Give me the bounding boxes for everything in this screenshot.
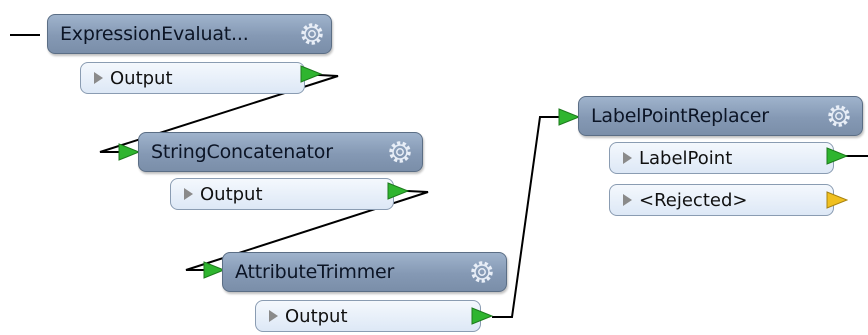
transformer-name: LabelPointReplacer <box>591 105 769 127</box>
transformer-name: StringConcatenator <box>151 141 333 163</box>
expand-triangle-icon[interactable] <box>269 310 278 322</box>
transformer-name: ExpressionEvaluat... <box>60 23 249 45</box>
port-label: Output <box>110 67 173 89</box>
output-port-attributetrimmer[interactable]: Output <box>255 300 481 332</box>
green-output-arrow-icon[interactable] <box>387 181 409 201</box>
expand-triangle-icon[interactable] <box>94 72 103 84</box>
transformer-stringconcatenator[interactable]: StringConcatenator <box>138 132 423 172</box>
port-label: <Rejected> <box>639 189 748 211</box>
yellow-rejected-arrow-icon[interactable] <box>826 190 848 210</box>
green-input-arrow-icon[interactable] <box>203 260 225 280</box>
gear-icon[interactable] <box>469 259 495 285</box>
output-port-rejected[interactable]: <Rejected> <box>609 184 834 216</box>
transformer-labelpointreplacer[interactable]: LabelPointReplacer <box>578 96 863 136</box>
output-port-labelpoint[interactable]: LabelPoint <box>609 142 834 174</box>
green-output-arrow-icon[interactable] <box>471 306 493 326</box>
gear-icon[interactable] <box>826 103 852 129</box>
gear-icon[interactable] <box>387 139 413 165</box>
transformer-expressionevaluator[interactable]: ExpressionEvaluat... <box>47 14 332 54</box>
port-label: Output <box>285 305 348 327</box>
transformer-name: AttributeTrimmer <box>235 261 395 283</box>
port-label: LabelPoint <box>639 147 733 169</box>
green-output-arrow-icon[interactable] <box>826 146 848 166</box>
output-port-expressionevaluator[interactable]: Output <box>80 62 305 94</box>
port-label: Output <box>200 183 263 205</box>
expand-triangle-icon[interactable] <box>623 152 632 164</box>
green-output-arrow-icon[interactable] <box>300 64 322 84</box>
green-input-arrow-icon[interactable] <box>118 142 140 162</box>
output-port-stringconcatenator[interactable]: Output <box>170 178 394 210</box>
expand-triangle-icon[interactable] <box>623 194 632 206</box>
green-input-arrow-icon[interactable] <box>558 107 580 127</box>
gear-icon[interactable] <box>299 21 325 47</box>
expand-triangle-icon[interactable] <box>184 188 193 200</box>
transformer-attributetrimmer[interactable]: AttributeTrimmer <box>222 252 507 292</box>
